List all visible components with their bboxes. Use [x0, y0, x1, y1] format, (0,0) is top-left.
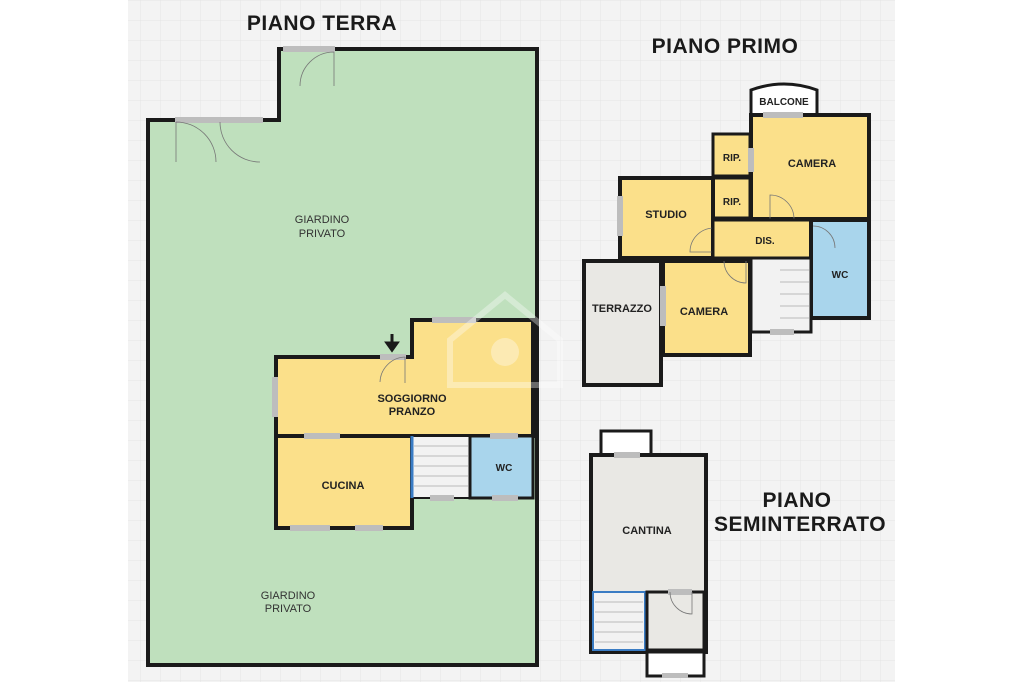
window — [617, 196, 623, 236]
window — [492, 495, 518, 501]
basement-title: PIANO — [762, 489, 831, 512]
door-swing — [689, 227, 714, 253]
stair-steps — [595, 601, 643, 643]
stairs — [749, 256, 813, 334]
bedroom-label: CAMERA — [788, 158, 836, 170]
door-swing — [769, 194, 795, 220]
stair-steps — [780, 269, 809, 319]
first-floor-title: PIANO PRIMO — [652, 35, 799, 58]
wc-first — [809, 218, 871, 320]
window — [290, 525, 330, 531]
window — [355, 525, 383, 531]
storage-label: RIP. — [723, 197, 741, 208]
ground-floor: PIANO TERRA GIARDINO PRIVATO SOGGIORNO P… — [146, 12, 539, 667]
entrance-arrow-icon — [384, 334, 400, 353]
window — [304, 433, 340, 439]
stairs — [592, 591, 646, 651]
window — [614, 452, 640, 458]
window — [770, 329, 794, 335]
wc-label: WC — [496, 463, 513, 474]
window — [272, 377, 278, 417]
balcony — [749, 82, 819, 117]
storage-room — [711, 132, 752, 178]
window — [748, 148, 754, 172]
basement-title: SEMINTERRATO — [714, 513, 886, 536]
living-room-label: SOGGIORNO — [377, 393, 447, 405]
window — [662, 673, 688, 678]
garden-gate — [175, 117, 263, 123]
bedroom — [749, 113, 871, 221]
ground-floor-title: PIANO TERRA — [247, 12, 397, 35]
stair-steps — [414, 445, 468, 487]
garden-label: GIARDINO — [261, 590, 316, 602]
study — [618, 176, 715, 260]
light-well — [645, 650, 706, 678]
gate-swing — [299, 51, 335, 87]
garden-label: PRIVATO — [299, 228, 346, 240]
cellar-label: CANTINA — [622, 525, 672, 537]
bedroom — [661, 259, 752, 357]
window — [430, 495, 454, 501]
hallway-label: DIS. — [755, 236, 775, 247]
watermark-logo — [447, 291, 563, 388]
wc-label: WC — [832, 270, 849, 281]
first-floor: PIANO PRIMO BALCONE RIP. CAMERA RIP. STU… — [582, 35, 871, 387]
window — [660, 286, 666, 326]
terrace — [582, 259, 663, 387]
storage-label: RIP. — [723, 153, 741, 164]
door-swing — [379, 356, 406, 383]
window — [763, 112, 803, 118]
gate-swing — [219, 121, 261, 163]
garden-label: GIARDINO — [295, 214, 350, 226]
storage-room — [711, 176, 752, 220]
light-well — [599, 429, 653, 457]
window — [432, 317, 476, 323]
living-room-label: PRANZO — [389, 406, 436, 418]
bedroom-label: CAMERA — [680, 306, 728, 318]
basement-floor: PIANO SEMINTERRATO CANTINA — [589, 429, 886, 678]
balcony-label: BALCONE — [759, 97, 809, 108]
gate-swing — [175, 121, 217, 163]
garden-label: PRIVATO — [265, 603, 312, 615]
door-swing — [812, 225, 836, 249]
kitchen-label: CUCINA — [322, 480, 365, 492]
garden-gate — [283, 46, 335, 52]
door — [668, 589, 692, 595]
stairs — [411, 435, 471, 499]
door-swing — [723, 260, 747, 284]
wc-ground — [468, 434, 535, 500]
entrance-door — [380, 354, 406, 360]
terrace-label: TERRAZZO — [592, 303, 652, 315]
window — [490, 433, 518, 439]
door-swing — [669, 591, 693, 615]
small-room — [645, 590, 706, 652]
study-label: STUDIO — [645, 209, 687, 221]
